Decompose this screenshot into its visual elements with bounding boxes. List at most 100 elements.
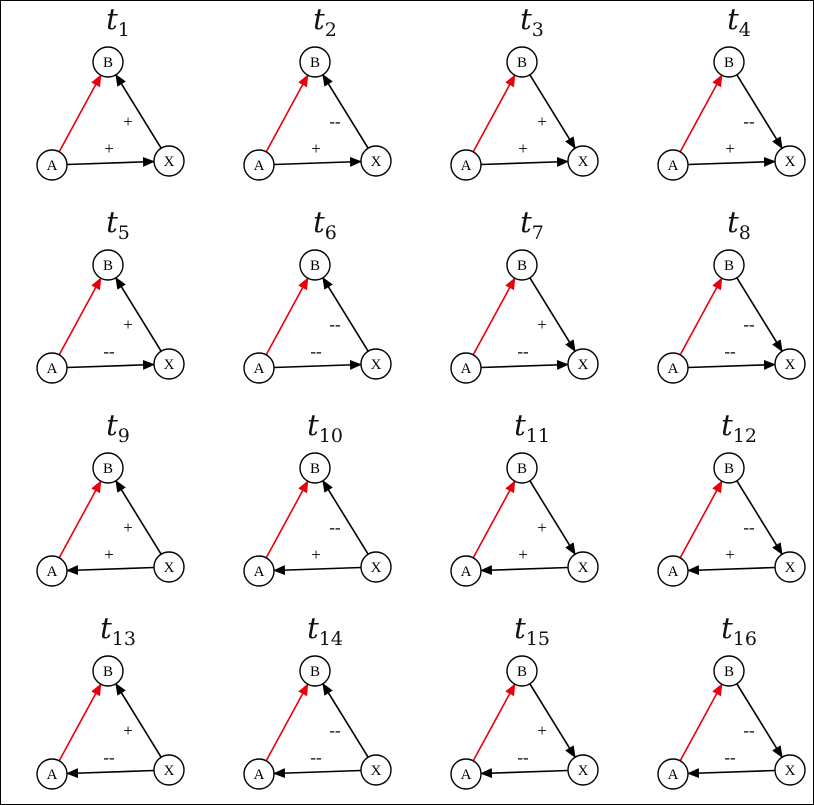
xb-sign-label: --	[743, 112, 755, 131]
triad-title: t7	[520, 205, 544, 244]
edge-b-to-x	[736, 480, 783, 556]
edge-a-to-b	[472, 74, 516, 153]
node-b: B	[92, 249, 124, 281]
triad-panel: t10--+ABX	[243, 408, 392, 587]
edge-x-to-a	[65, 768, 155, 779]
node-x-label: X	[371, 154, 382, 170]
node-b-label: B	[517, 664, 527, 680]
triad-title: t10	[307, 408, 343, 447]
node-a-label: A	[461, 767, 472, 783]
ax-sign-label: --	[724, 342, 736, 361]
node-x: X	[360, 145, 392, 177]
edge-x-to-b	[115, 276, 162, 352]
node-x-label: X	[371, 357, 382, 373]
node-a-circle	[450, 149, 482, 181]
edge-a-to-b	[472, 480, 516, 559]
edge-a-to-x	[273, 156, 363, 167]
triad-title: t1	[106, 2, 130, 41]
edge-b-to-x	[736, 683, 783, 759]
triad-panel: t12--+ABX	[657, 408, 806, 587]
node-x-label: X	[785, 560, 796, 576]
node-b-label: B	[103, 55, 113, 71]
node-x: X	[774, 348, 806, 380]
ax-sign-label: +	[104, 139, 114, 158]
edge-a-to-b	[472, 277, 516, 356]
edge-b-to-x	[529, 74, 576, 150]
node-b-circle	[92, 249, 124, 281]
node-x: X	[360, 754, 392, 786]
node-x-label: X	[578, 560, 589, 576]
edge-a-to-b	[265, 277, 309, 356]
node-x-circle	[153, 551, 185, 583]
xb-sign-label: --	[329, 315, 341, 334]
node-a: A	[243, 149, 275, 181]
node-x: X	[567, 551, 599, 583]
triad-title-letter: t	[106, 2, 118, 36]
node-a-label: A	[254, 564, 265, 580]
xb-sign-label: +	[537, 721, 547, 740]
triad-title-subscript: 13	[112, 628, 136, 650]
xb-sign-label: +	[537, 518, 547, 537]
edge-a-to-b	[265, 683, 309, 762]
edge-a-to-x	[273, 359, 363, 370]
triad-title: t16	[721, 611, 757, 650]
node-b-label: B	[724, 258, 734, 274]
node-a-circle	[36, 758, 68, 790]
node-a-label: A	[47, 158, 58, 174]
node-a-circle	[450, 352, 482, 384]
edge-a-to-b	[58, 683, 102, 762]
node-a-label: A	[254, 361, 265, 377]
xb-sign-label: --	[329, 112, 341, 131]
triad-title-letter: t	[514, 408, 526, 442]
triad-title-subscript: 11	[526, 425, 550, 447]
xb-sign-label: +	[123, 315, 133, 334]
node-x-label: X	[785, 763, 796, 779]
node-x-circle	[774, 754, 806, 786]
node-x-circle	[153, 754, 185, 786]
node-a-circle	[657, 352, 689, 384]
triad-panel: t6----ABX	[243, 205, 392, 384]
node-b: B	[713, 249, 745, 281]
node-a-label: A	[668, 158, 679, 174]
node-a: A	[450, 149, 482, 181]
node-x-label: X	[164, 560, 175, 576]
edge-a-to-x	[687, 156, 777, 167]
triad-panel: t3++ABX	[450, 2, 599, 181]
node-a-circle	[243, 555, 275, 587]
edge-x-to-a	[272, 565, 362, 576]
xb-sign-label: --	[329, 721, 341, 740]
node-x: X	[360, 348, 392, 380]
node-b-circle	[506, 249, 538, 281]
ax-sign-label: --	[517, 748, 529, 767]
node-a-label: A	[668, 564, 679, 580]
node-a-label: A	[254, 158, 265, 174]
triad-panel: t5+--ABX	[36, 205, 185, 384]
ax-sign-label: --	[103, 342, 115, 361]
node-a-circle	[657, 758, 689, 790]
triad-title-subscript: 12	[733, 425, 757, 447]
triad-title-subscript: 15	[526, 628, 550, 650]
node-b-circle	[92, 452, 124, 484]
node-b-circle	[506, 46, 538, 78]
node-a: A	[450, 352, 482, 384]
triad-panel: t14----ABX	[243, 611, 392, 790]
triad-panel: t16----ABX	[657, 611, 806, 790]
node-b-circle	[713, 655, 745, 687]
node-x-circle	[153, 145, 185, 177]
ax-sign-label: +	[104, 545, 114, 564]
triad-title-letter: t	[520, 2, 532, 36]
xb-sign-label: --	[743, 518, 755, 537]
node-a-label: A	[47, 564, 58, 580]
triad-title: t9	[106, 408, 130, 447]
node-x: X	[774, 145, 806, 177]
edge-a-to-b	[58, 277, 102, 356]
node-x-circle	[360, 754, 392, 786]
node-a-circle	[243, 352, 275, 384]
node-x: X	[153, 754, 185, 786]
triad-title: t4	[727, 2, 751, 41]
node-a-circle	[450, 555, 482, 587]
node-x-circle	[567, 754, 599, 786]
node-x-circle	[567, 551, 599, 583]
node-x-label: X	[785, 154, 796, 170]
triad-title: t12	[721, 408, 757, 447]
